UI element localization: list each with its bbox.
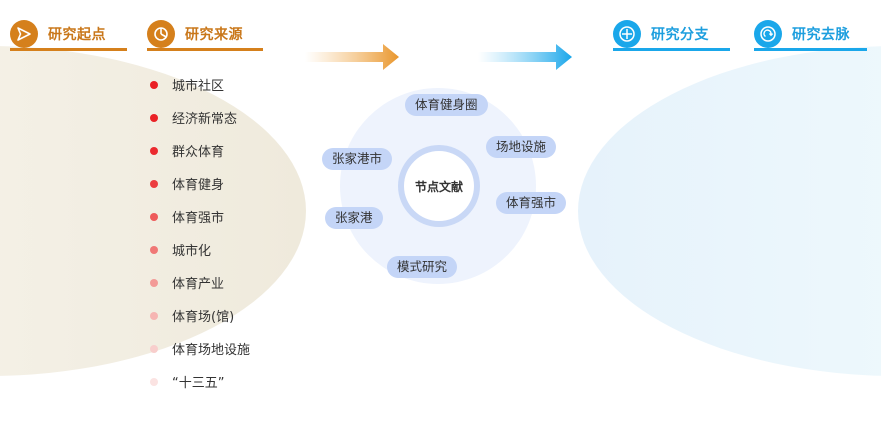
right-background-lens (578, 46, 881, 376)
source-item[interactable]: 群众体育 (150, 134, 250, 167)
source-label: “十三五” (172, 376, 225, 391)
header-label: 研究来源 (185, 27, 243, 43)
source-label: 经济新常态 (172, 112, 238, 127)
blue-arrow-icon (478, 44, 572, 70)
keyword-tag[interactable]: 体育强市 (496, 192, 567, 214)
send-icon (10, 20, 38, 48)
source-label: 城市社区 (172, 79, 225, 94)
source-dot (150, 80, 158, 89)
source-item[interactable]: 体育健身 (150, 167, 250, 200)
source-item[interactable]: 城市社区 (150, 68, 250, 101)
source-label: 群众体育 (172, 145, 225, 160)
keyword-tag[interactable]: 体育健身圈 (405, 94, 488, 116)
header-research-source: 研究来源 (147, 18, 243, 50)
header-research-start: 研究起点 (10, 18, 106, 50)
branch-icon (613, 20, 641, 48)
source-item[interactable]: 体育场地设施 (150, 332, 250, 365)
header-research-flow: 研究去脉 (754, 18, 850, 50)
header-underline (10, 48, 127, 51)
source-label: 体育场(馆) (172, 310, 235, 325)
source-dot (150, 179, 158, 188)
source-label: 体育场地设施 (172, 343, 251, 358)
keyword-tag[interactable]: 张家港 (325, 207, 383, 229)
source-dot (150, 146, 158, 155)
source-dot (150, 344, 158, 353)
orange-arrow-icon (305, 44, 399, 70)
center-node-label: 节点文献 (404, 151, 474, 221)
source-dot (150, 212, 158, 221)
source-item[interactable]: 城市化 (150, 233, 250, 266)
source-item[interactable]: 体育强市 (150, 200, 250, 233)
source-dot (150, 113, 158, 122)
center-node[interactable]: 节点文献 (398, 145, 480, 227)
source-item[interactable]: 体育产业 (150, 266, 250, 299)
header-label: 研究分支 (651, 27, 709, 43)
source-dot (150, 377, 158, 386)
research-source-list: 城市社区 经济新常态 群众体育 体育健身 体育强市 城市化 体育产业 体育场(馆… (150, 68, 250, 398)
source-item[interactable]: 经济新常态 (150, 101, 250, 134)
source-label: 体育强市 (172, 211, 225, 226)
source-label: 体育产业 (172, 277, 225, 292)
source-dot (150, 245, 158, 254)
refresh-icon (754, 20, 782, 48)
source-label: 体育健身 (172, 178, 225, 193)
source-item[interactable]: 体育场(馆) (150, 299, 250, 332)
keyword-tag[interactable]: 场地设施 (486, 136, 557, 158)
pie-chart-icon (147, 20, 175, 48)
header-underline (613, 48, 730, 51)
source-dot (150, 311, 158, 320)
source-label: 城市化 (172, 244, 212, 259)
header-research-branch: 研究分支 (613, 18, 709, 50)
keyword-tag[interactable]: 张家港市 (322, 148, 393, 170)
keyword-tag[interactable]: 模式研究 (387, 256, 458, 278)
header-label: 研究起点 (48, 27, 106, 43)
header-label: 研究去脉 (792, 27, 850, 43)
header-underline (147, 48, 263, 51)
source-item[interactable]: “十三五” (150, 365, 250, 398)
source-dot (150, 278, 158, 287)
header-underline (754, 48, 867, 51)
